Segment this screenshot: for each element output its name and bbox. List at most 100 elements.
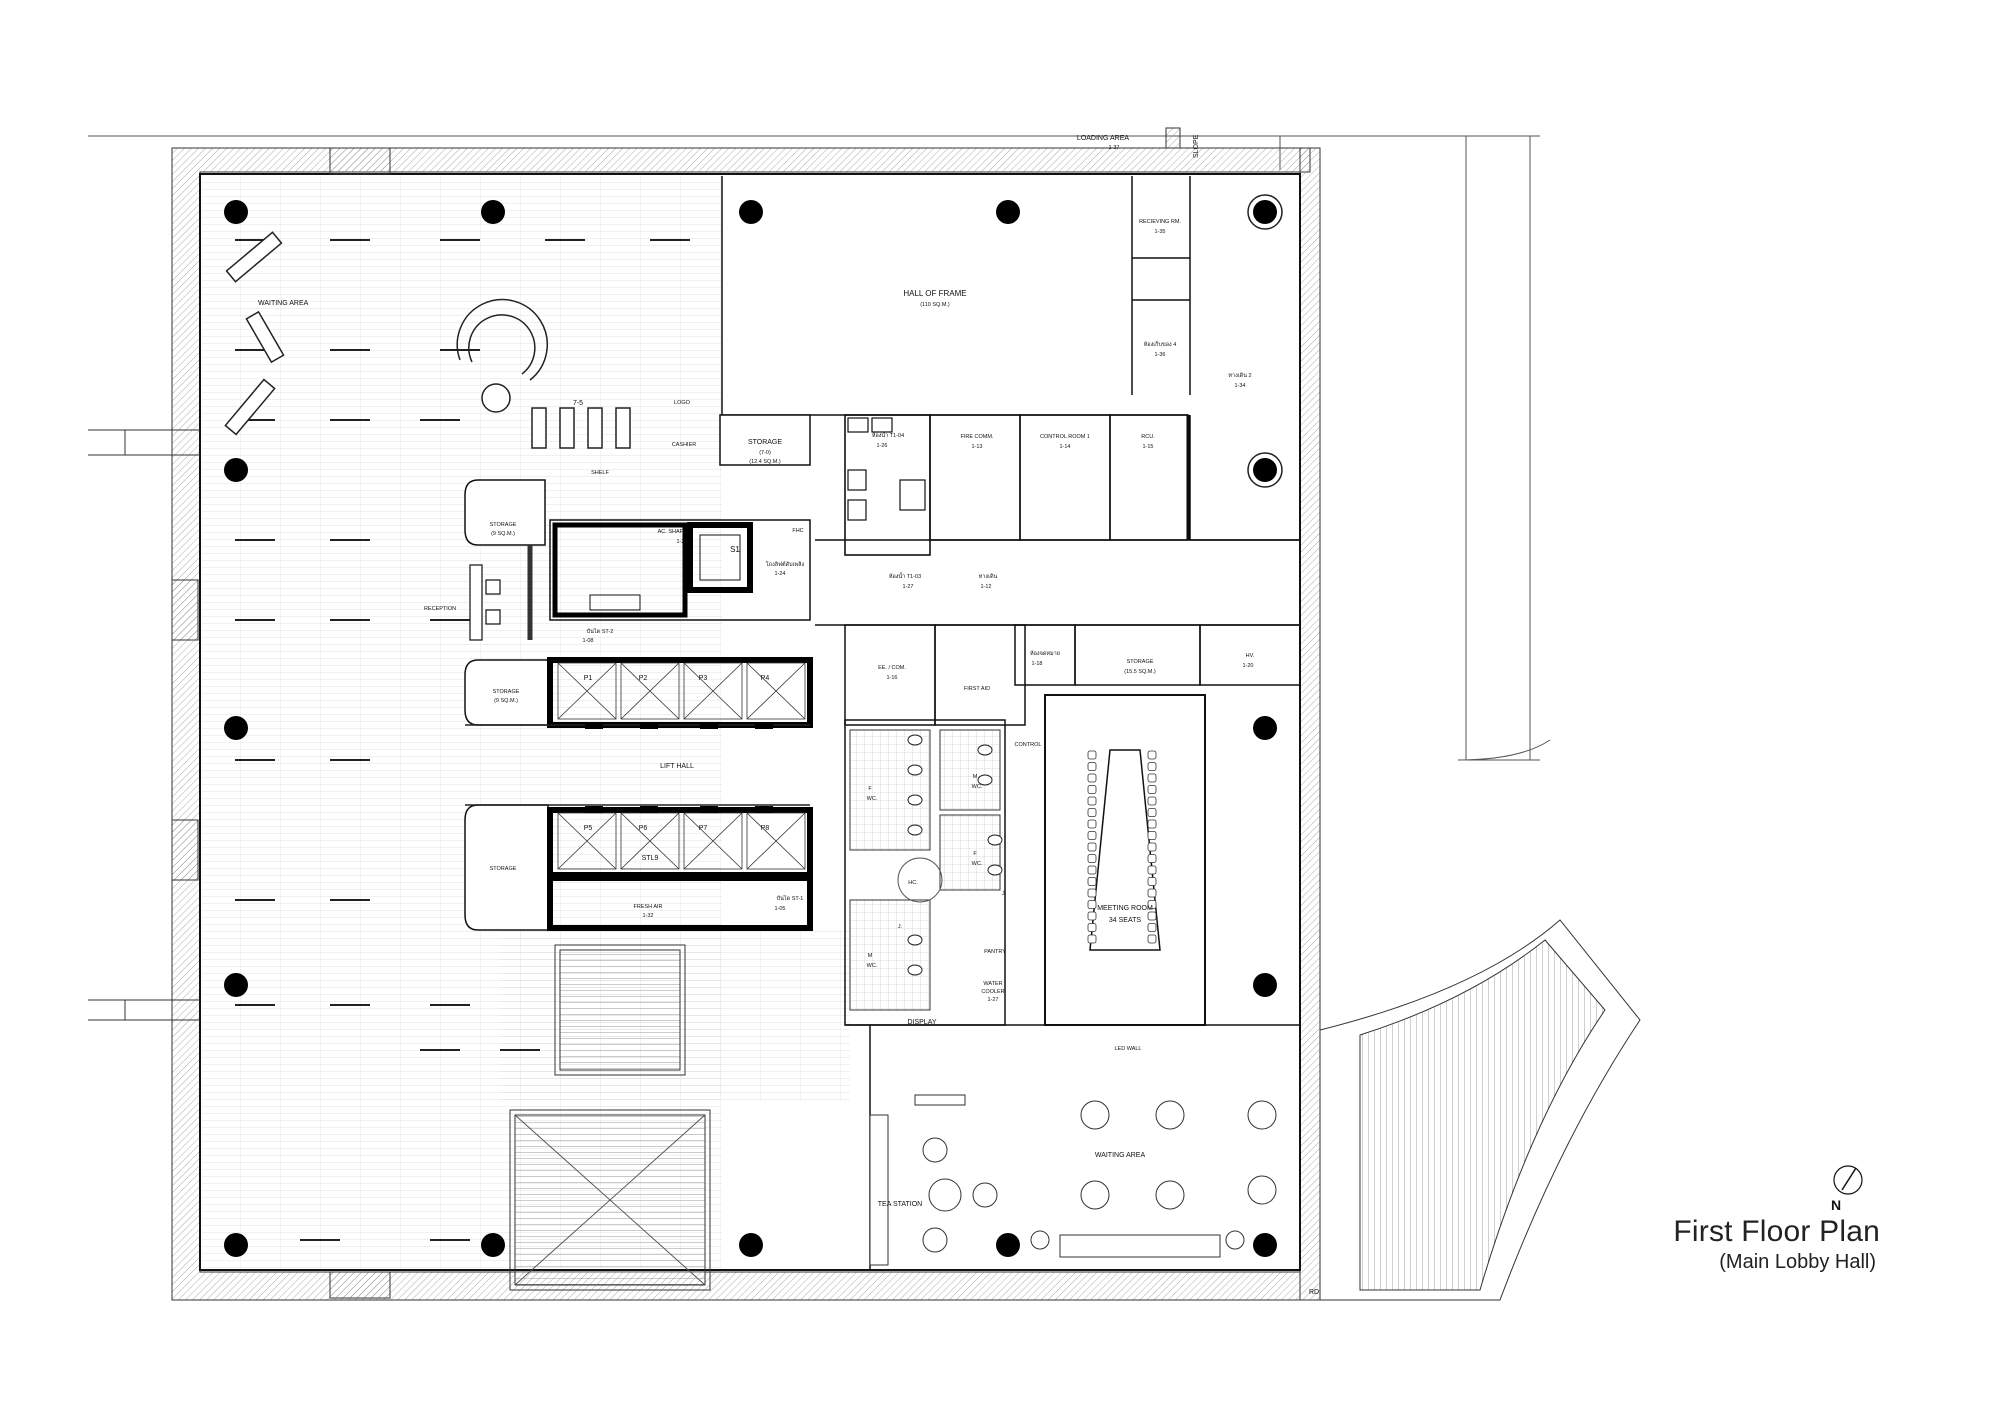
label-stair-st1: บันได ST-1: [777, 895, 804, 902]
label-fire-comm: FIRE COMM.: [961, 434, 994, 440]
meeting-chair: [1087, 923, 1097, 932]
label-lift-p8: P8: [761, 825, 770, 832]
toilet-fixtures: [907, 734, 1003, 976]
meeting-chair: [1087, 877, 1097, 886]
meeting-chair: [1147, 911, 1157, 921]
label-storage-w1: STORAGE: [490, 522, 517, 528]
label-display-75: 7-5: [573, 400, 583, 407]
label-f-wc-1: F: [868, 786, 872, 792]
lift-car-cross: [557, 812, 617, 870]
label-storage-mid: STORAGE: [1127, 659, 1154, 665]
label-lift-p5: P5: [584, 825, 593, 832]
label-storage-w3: STORAGE: [490, 866, 517, 872]
plants: [1030, 1230, 1245, 1250]
label-f-wc-2: F: [973, 851, 977, 857]
site-boundary: [88, 135, 1551, 761]
meeting-chair: [1147, 808, 1157, 817]
meeting-chair: [1087, 831, 1097, 840]
sub-m-wc-1: WC.: [972, 784, 983, 790]
code-fresh-air: 1-32: [642, 913, 653, 919]
area-storage-w1: (9 SQ.M.): [491, 531, 515, 537]
label-corridor: ทางเดิน: [979, 573, 998, 580]
tea-station-counter: [869, 1114, 889, 1266]
meeting-chair: [1147, 934, 1157, 944]
meeting-chair: [1147, 888, 1157, 898]
drawing-title: First Floor Plan: [1673, 1215, 1880, 1248]
hc-turning-circle: [897, 857, 943, 903]
drawing-title-block: First Floor Plan (Main Lobby Hall): [1600, 1215, 1880, 1275]
label-loading-area: LOADING AREA: [1077, 135, 1129, 142]
sub-f-wc-1: WC.: [867, 796, 878, 802]
meeting-chair: [1147, 762, 1157, 771]
lift-car: [746, 812, 806, 870]
label-slope: SLOPE: [1193, 134, 1200, 158]
label-fresh-air: FRESH AIR: [633, 904, 662, 910]
meeting-chair: [1147, 773, 1157, 783]
label-logo: LOGO: [674, 400, 691, 406]
label-reception: RECEPTION: [424, 606, 456, 612]
area-storage-w2: (9 SQ.M.): [494, 698, 518, 704]
columns: [224, 200, 1277, 1257]
lift-car-cross: [746, 662, 806, 720]
label-tea-station: TEA STATION: [878, 1201, 922, 1208]
lounge-furniture: [914, 1094, 1277, 1258]
meeting-chair: [1087, 854, 1097, 863]
reception-desk: [469, 564, 501, 641]
code-fire-comm: 1-13: [971, 444, 982, 450]
meeting-chair: [1147, 750, 1157, 760]
meeting-chair: [1087, 773, 1097, 783]
lift-car: [620, 662, 680, 720]
code-control-room-1: 1-14: [1059, 444, 1070, 450]
label-electrical-room: ห้องจดหมาย: [1030, 650, 1060, 657]
lift-bank-bottom: [547, 807, 813, 931]
label-rcu: RCU.: [1141, 434, 1155, 440]
meeting-chair: [1087, 750, 1097, 760]
label-hv: HV.: [1246, 653, 1255, 659]
lift-car-cross: [683, 812, 743, 870]
code-fire-lift-lobby: 1-24: [774, 571, 785, 577]
code-ee-com: 1-16: [886, 675, 897, 681]
code-receiving: 1-35: [1154, 229, 1165, 235]
label-lift-s1: S1: [730, 545, 740, 554]
meeting-chair: [1147, 785, 1157, 794]
core: [549, 519, 811, 621]
label-janitor-2: J.: [898, 924, 903, 930]
label-led-wall: LED WALL: [1114, 1046, 1141, 1052]
label-lift-p2: P2: [639, 675, 648, 682]
label-stair-st2: บันได ST-2: [587, 628, 614, 635]
label-hc: HC.: [908, 880, 918, 886]
code-hv: 1-20: [1242, 663, 1253, 669]
label-ac-shaft: AC. SHAFT: [658, 529, 687, 535]
label-rd: RD.: [1309, 1289, 1321, 1296]
code-room-4: 1-36: [1154, 352, 1165, 358]
meeting-chair: [1087, 888, 1097, 898]
label-storage-top: STORAGE: [748, 439, 782, 446]
label-lift-p1: P1: [584, 675, 593, 682]
code-corridor: 1-12: [980, 584, 991, 590]
east-lobby: [845, 1024, 1300, 1270]
label-control-room-1: CONTROL ROOM 1: [1040, 434, 1090, 440]
code-stair-st2: 1-08: [582, 638, 593, 644]
label-room-4: ห้องเก็บของ 4: [1144, 340, 1177, 348]
sub-water-cooler: COOLER: [981, 989, 1004, 995]
meeting-chair: [1147, 796, 1157, 806]
code-rcu: 1-15: [1142, 444, 1153, 450]
label-receiving: RECIEVING RM.: [1139, 219, 1181, 225]
lift-car-cross: [620, 812, 680, 870]
sub-storage-top: (12.4 SQ.M.): [749, 459, 781, 465]
meeting-chair: [1087, 842, 1097, 852]
label-shelf: SHELF: [591, 470, 609, 476]
meeting-chair: [1087, 934, 1097, 944]
label-toilet-t104: ห้องน้ำ T1-04: [872, 431, 904, 439]
lift-car-cross: [620, 662, 680, 720]
meeting-chair: [1087, 865, 1097, 875]
curved-stair: [1319, 919, 1641, 1301]
label-cashier: CASHIER: [672, 442, 696, 448]
room-labels: LOADING AREA 1-37 SLOPE WAITING AREA HAL…: [258, 134, 1321, 1296]
label-storage-w2: STORAGE: [493, 689, 520, 695]
lift-car: [683, 662, 743, 720]
outer-wall: [171, 147, 1321, 1301]
label-water-cooler: WATER: [983, 981, 1002, 987]
meeting-chair: [1087, 819, 1097, 829]
label-lift-hall: LIFT HALL: [660, 763, 694, 770]
